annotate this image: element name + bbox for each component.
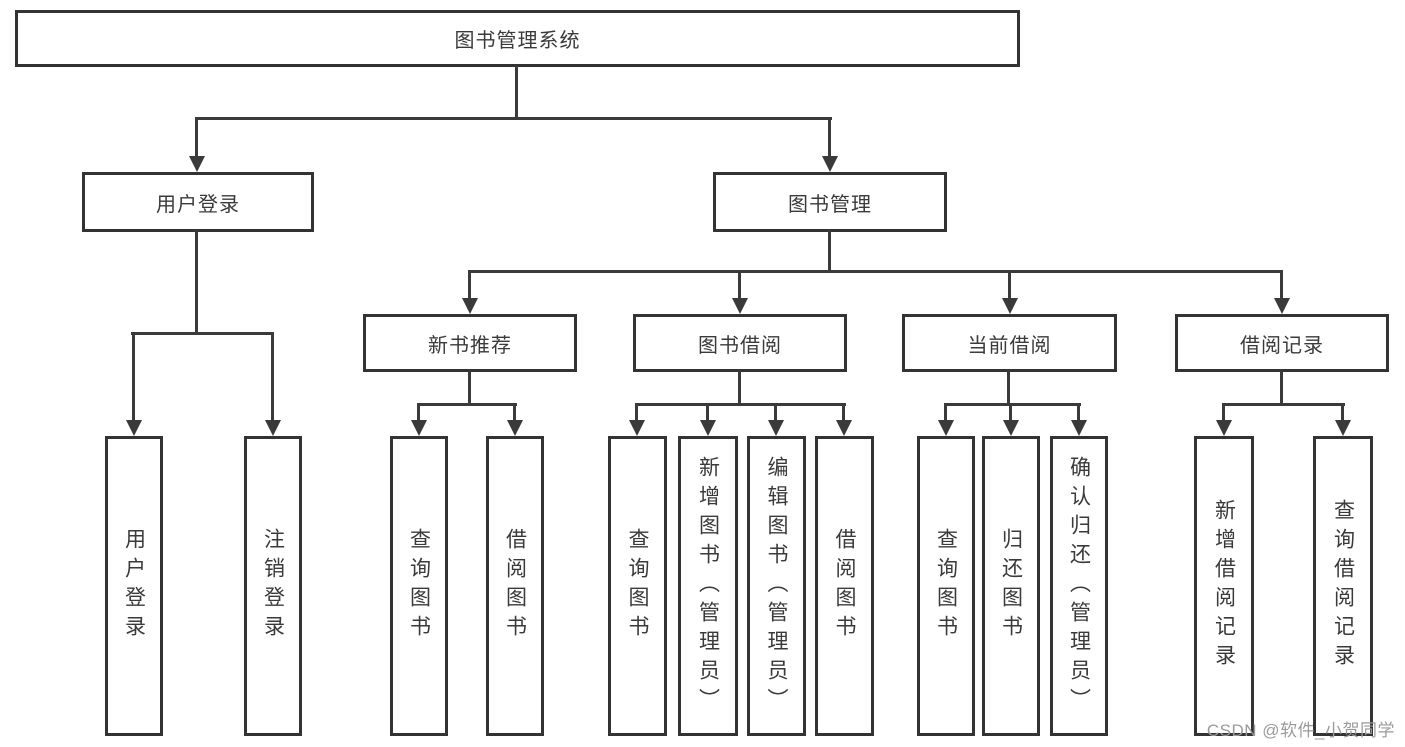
connector-current-bar xyxy=(944,403,1081,406)
arrow-down-icon xyxy=(732,298,748,314)
connector-login-bar xyxy=(131,332,274,335)
connector-drop-current xyxy=(1008,270,1011,299)
connector-drop xyxy=(1077,403,1080,421)
arrow-down-icon xyxy=(768,420,784,436)
arrow-down-icon xyxy=(1071,420,1087,436)
connector-drop-leaf-user-login xyxy=(132,332,135,421)
connector-drop-records xyxy=(1280,270,1283,299)
connector-drop xyxy=(1341,403,1344,421)
connector-drop xyxy=(417,403,420,421)
arrow-down-icon xyxy=(836,420,852,436)
connector-drop xyxy=(1009,403,1012,421)
connector-drop xyxy=(944,403,947,421)
arrow-down-icon xyxy=(1216,420,1232,436)
leaf-return-book: 归还图书 xyxy=(982,436,1040,736)
arrow-down-icon xyxy=(507,420,523,436)
arrow-down-icon xyxy=(1335,420,1351,436)
connector-manage-bar xyxy=(468,270,1283,273)
connector-root-stem xyxy=(515,66,518,120)
arrow-down-icon xyxy=(822,156,838,172)
connector-drop xyxy=(635,403,638,421)
leaf-query-borrow-record: 查询借阅记录 xyxy=(1313,436,1373,736)
leaf-logout: 注销登录 xyxy=(244,436,302,736)
node-book-borrow: 图书借阅 xyxy=(633,314,847,372)
arrow-down-icon xyxy=(1002,298,1018,314)
connector-login-stem xyxy=(195,230,198,335)
connector-records-stem xyxy=(1280,370,1283,406)
leaf-add-book-admin: 新增图书（管理员） xyxy=(678,436,738,736)
leaf-borrow-books-recommend: 借阅图书 xyxy=(486,436,544,736)
leaf-user-login: 用户登录 xyxy=(105,436,163,736)
connector-manage-stem xyxy=(828,230,831,273)
connector-drop-book-management xyxy=(828,117,831,157)
connector-current-stem xyxy=(1007,370,1010,406)
node-root: 图书管理系统 xyxy=(15,10,1020,67)
arrow-down-icon xyxy=(189,156,205,172)
connector-borrow-bar xyxy=(635,403,846,406)
connector-drop-user-login xyxy=(195,117,198,157)
arrow-down-icon xyxy=(938,420,954,436)
arrow-down-icon xyxy=(265,420,281,436)
connector-drop xyxy=(1222,403,1225,421)
connector-drop xyxy=(774,403,777,421)
connector-drop-recommend xyxy=(468,270,471,299)
connector-drop-leaf-logout xyxy=(271,332,274,421)
connector-root-bar xyxy=(195,117,832,120)
arrow-down-icon xyxy=(1274,298,1290,314)
leaf-query-books-current: 查询图书 xyxy=(917,436,975,736)
leaf-add-borrow-record: 新增借阅记录 xyxy=(1194,436,1254,736)
node-current-borrow: 当前借阅 xyxy=(902,314,1117,372)
node-new-book-recommend: 新书推荐 xyxy=(363,314,577,372)
leaf-borrow-books: 借阅图书 xyxy=(815,436,874,736)
node-book-management: 图书管理 xyxy=(713,172,947,232)
leaf-edit-book-admin: 编辑图书（管理员） xyxy=(747,436,806,736)
leaf-query-books-borrow: 查询图书 xyxy=(608,436,667,736)
connector-borrow-stem xyxy=(738,370,741,406)
leaf-query-books-recommend: 查询图书 xyxy=(390,436,448,736)
watermark: CSDN @软件_小贺同学 xyxy=(1206,721,1395,740)
arrow-down-icon xyxy=(700,420,716,436)
node-borrow-records: 借阅记录 xyxy=(1175,314,1389,372)
connector-drop xyxy=(706,403,709,421)
connector-drop xyxy=(513,403,516,421)
arrow-down-icon xyxy=(1003,420,1019,436)
arrow-down-icon xyxy=(411,420,427,436)
connector-recommend-bar xyxy=(417,403,517,406)
arrow-down-icon xyxy=(126,420,142,436)
leaf-confirm-return-admin: 确认归还（管理员） xyxy=(1050,436,1108,736)
arrow-down-icon xyxy=(462,298,478,314)
connector-recommend-stem xyxy=(468,370,471,406)
connector-drop xyxy=(842,403,845,421)
connector-drop-borrow xyxy=(738,270,741,299)
node-user-login: 用户登录 xyxy=(82,172,314,232)
connector-records-bar xyxy=(1222,403,1345,406)
arrow-down-icon xyxy=(629,420,645,436)
